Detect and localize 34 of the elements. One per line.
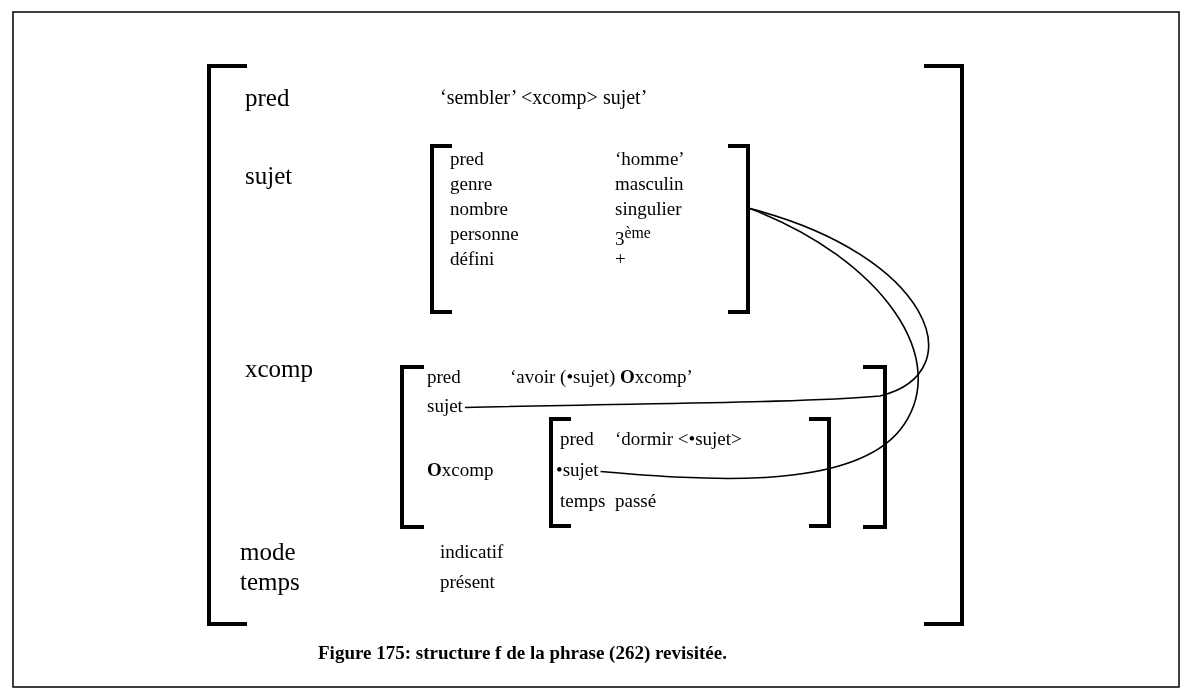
attribute-label: temps	[240, 568, 300, 596]
attribute-value: indicatif	[440, 542, 504, 563]
attribute-value: masculin	[615, 174, 684, 195]
attribute-label: pred	[450, 149, 484, 170]
attribute-value: passé	[615, 491, 657, 512]
attribute-value: +	[615, 249, 626, 270]
connector-line	[599, 207, 919, 480]
attribute-label: pred	[427, 367, 461, 388]
attribute-label: défini	[450, 249, 495, 270]
attribute-label: sujet	[427, 396, 463, 417]
attribute-label: mode	[240, 538, 296, 566]
attribute-label: xcomp	[245, 355, 314, 383]
feature-matrix	[207, 64, 964, 626]
attribute-label: Oxcomp	[427, 460, 494, 481]
attribute-value: 3$^{ème}$	[615, 224, 651, 251]
attribute-label: sujet	[245, 162, 293, 190]
feature-matrix	[400, 365, 887, 529]
feature-matrix	[549, 417, 831, 528]
attribute-value: ‘sembler’ <xcomp> sujet’	[440, 86, 648, 108]
attribute-value: ‘homme’	[615, 149, 685, 170]
attribute-label: personne	[450, 224, 519, 245]
attribute-label: genre	[450, 174, 493, 195]
attribute-label: nombre	[450, 199, 509, 220]
attribute-value: présent	[440, 572, 495, 593]
attribute-label: •sujet	[556, 460, 599, 481]
attribute-value: ‘dormir <•sujet>	[615, 429, 742, 450]
figure-caption: Figure 175: structure f de la phrase (262) revisitée.	[318, 642, 727, 664]
feature-matrix	[430, 144, 750, 314]
attribute-value: singulier	[615, 199, 682, 220]
connector-line	[464, 207, 930, 409]
attribute-label: temps	[560, 491, 606, 512]
attribute-label: pred	[560, 429, 594, 450]
attribute-label: pred	[245, 84, 290, 112]
attribute-value: ‘avoir (•sujet) Oxcomp’	[510, 367, 693, 388]
